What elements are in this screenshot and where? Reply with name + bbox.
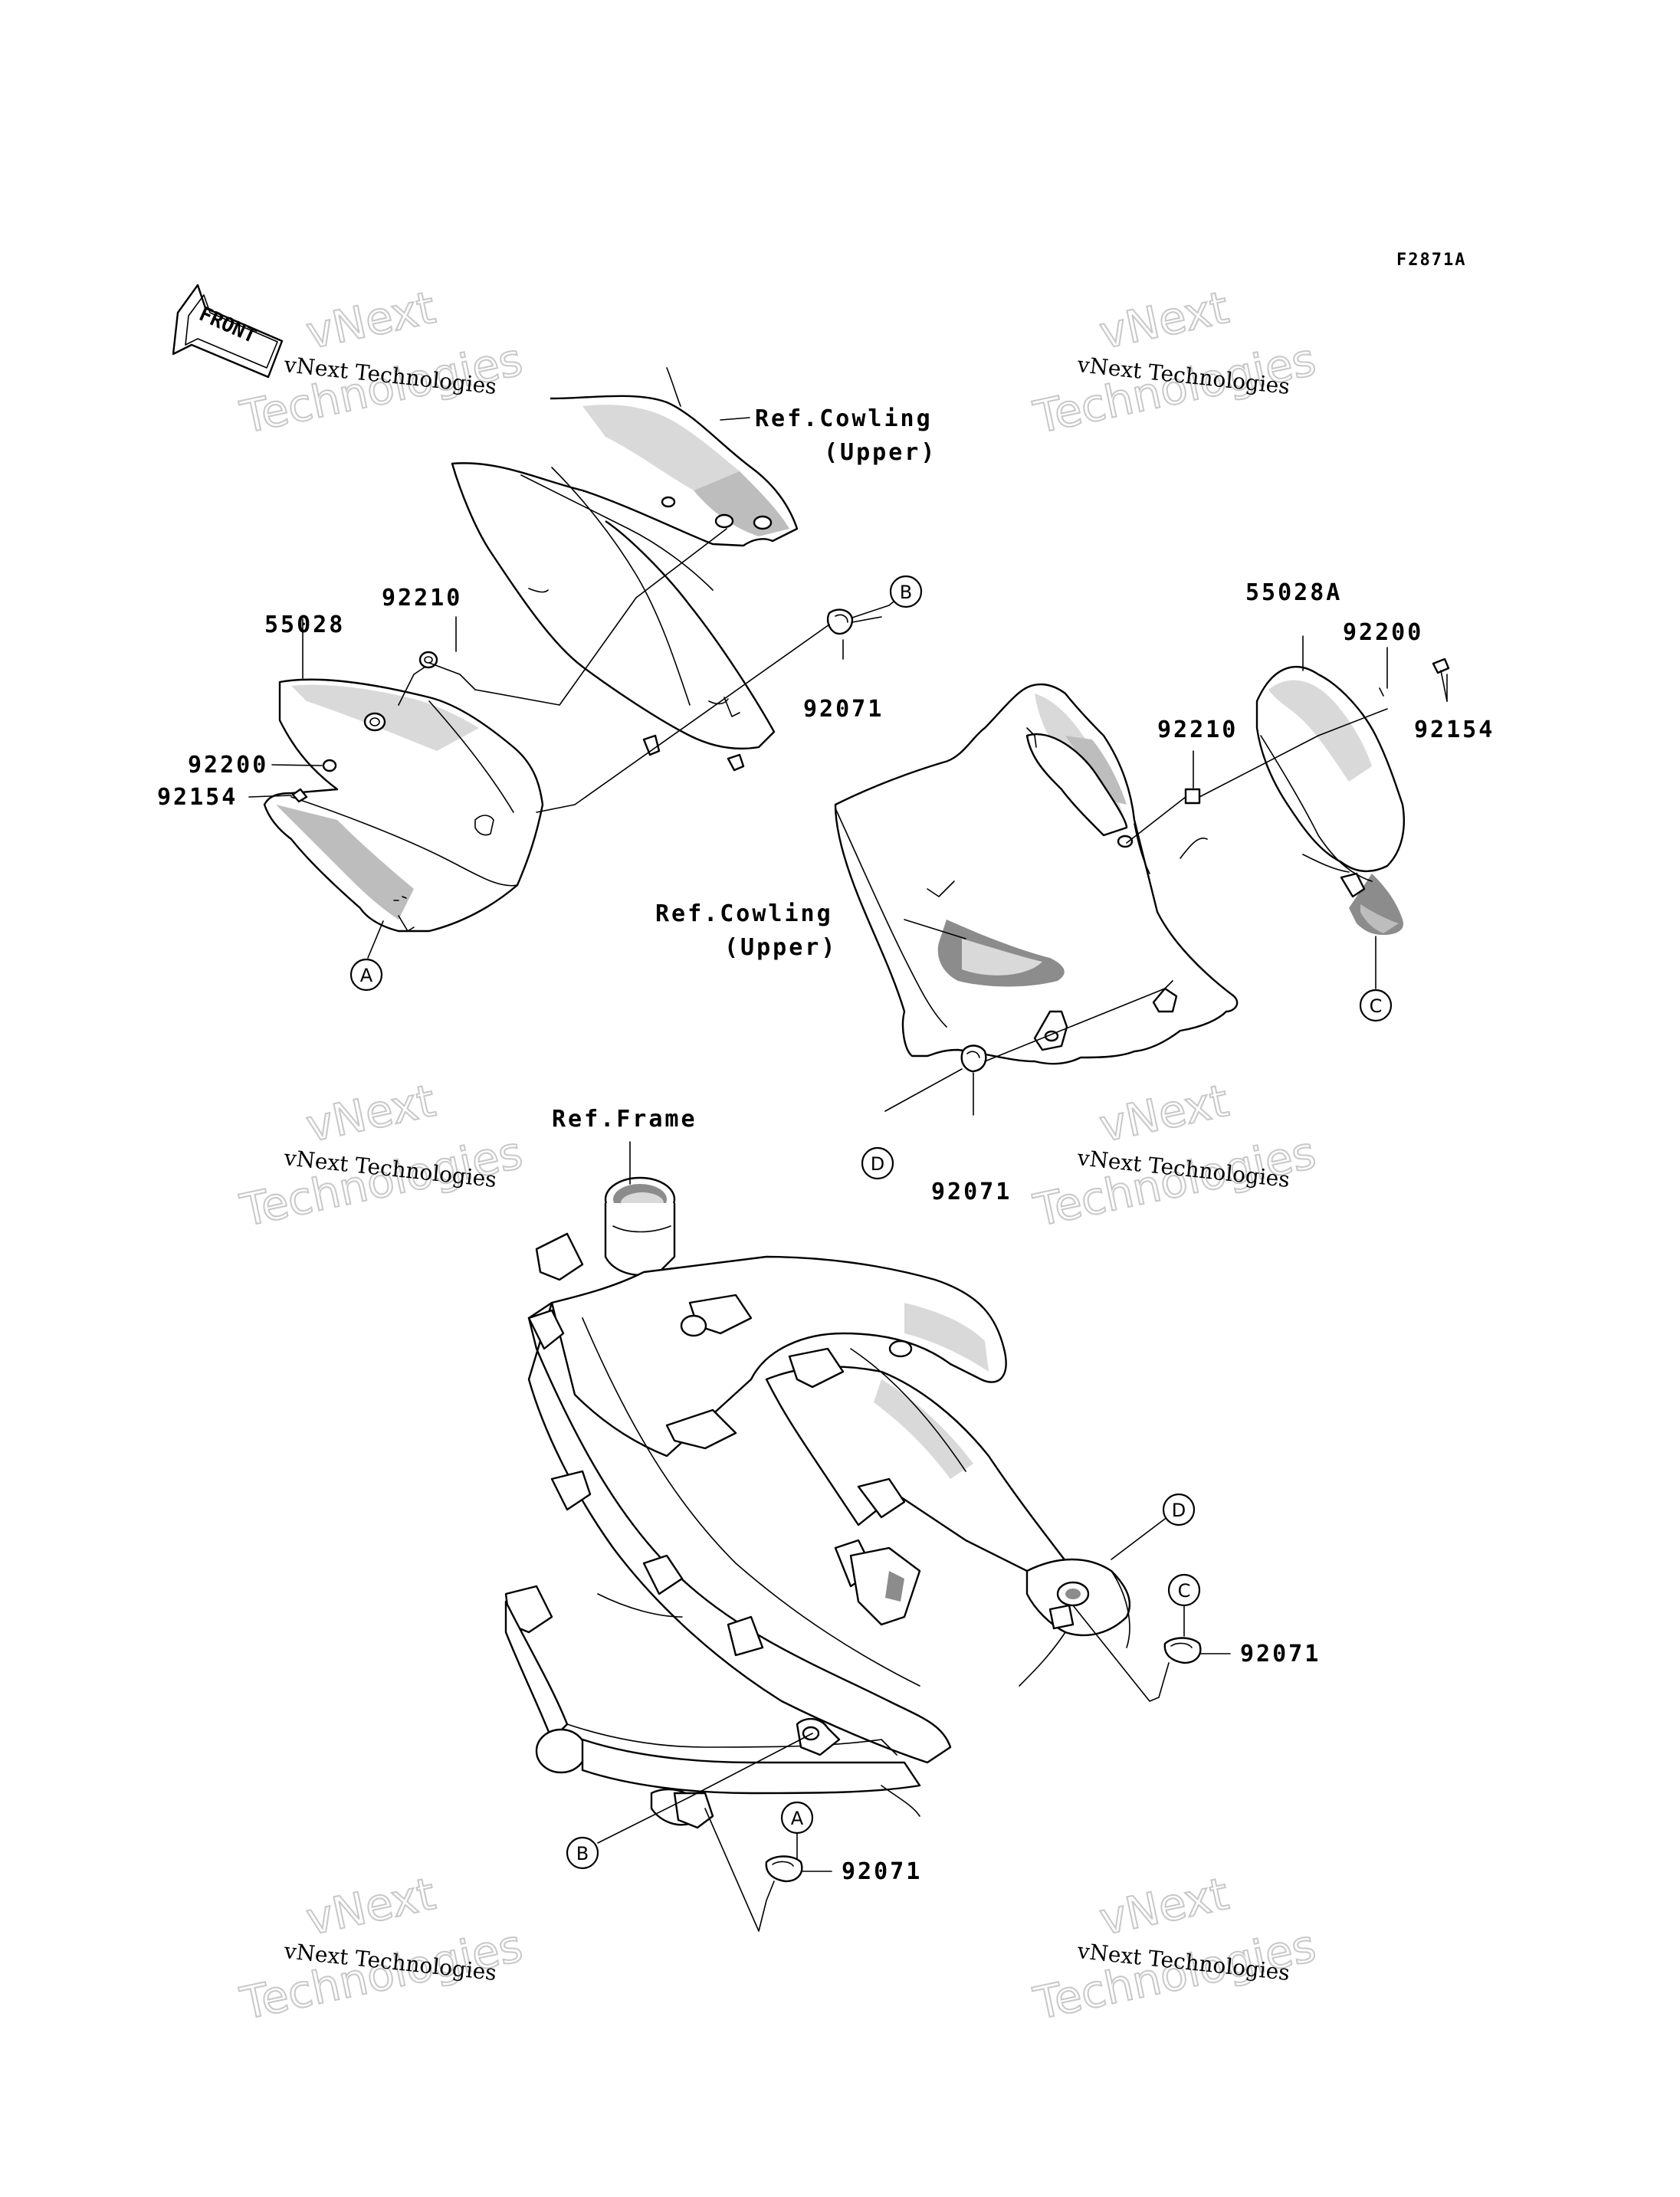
- watermark-bottom-left: vNext Technologies vNext Technologies: [235, 1867, 528, 2031]
- inner-cover-55028A: [1255, 666, 1405, 935]
- frame-brackets: [504, 1232, 921, 1657]
- frame-lower-left: [504, 1593, 921, 1829]
- marker-c-frame: C: [1167, 1573, 1201, 1607]
- marker-d-right-label: D: [871, 1153, 884, 1175]
- frame-leader-lines: [597, 1141, 1231, 1932]
- front-arrow-icon: FRONT: [172, 284, 284, 379]
- part-number-92071-frame-c: 92071: [1240, 1641, 1321, 1667]
- marker-a-frame: A: [780, 1801, 814, 1835]
- frame-head-pipe: [604, 1176, 676, 1277]
- grommet-92210-right-icon: [1184, 788, 1201, 805]
- frame-assembly: Ref.Frame 92071 92071 D C B A: [504, 1106, 1321, 1932]
- frame-main-spars: [527, 1255, 1075, 1764]
- watermark-outline-top: vNext: [302, 1074, 440, 1153]
- part-number-92154-left: 92154: [157, 784, 238, 811]
- left-inner-cover-assembly: Ref.Cowling (Upper) 92210 55028 92200 92…: [157, 367, 937, 992]
- ref-cowling-right-line1: Ref.Cowling: [655, 900, 833, 927]
- grommet-92071-right-icon: [960, 1044, 987, 1073]
- marker-d-right: D: [861, 1146, 894, 1180]
- part-number-92071-right: 92071: [931, 1179, 1012, 1205]
- grommet-92071-c-icon: [1163, 1637, 1202, 1664]
- right-leader-lines: [884, 635, 1448, 1116]
- marker-c-right: C: [1359, 989, 1393, 1022]
- marker-d-frame-label: D: [1172, 1500, 1186, 1521]
- grommet-92071-a-icon: [765, 1855, 803, 1883]
- bolt-92154-right-icon: [1432, 657, 1450, 674]
- watermark-outline-top: vNext: [1095, 1074, 1233, 1153]
- left-fasteners: [291, 608, 854, 803]
- watermark-bottom-right: vNext Technologies vNext Technologies: [1029, 1867, 1321, 2031]
- part-number-92154-right: 92154: [1414, 716, 1495, 743]
- watermark-middle-left: vNext Technologies vNext Technologies: [235, 1074, 528, 1238]
- left-leader-lines: [248, 417, 899, 959]
- marker-c-frame-label: C: [1178, 1580, 1191, 1602]
- part-number-92200-left: 92200: [188, 752, 268, 779]
- washer-92200-right-icon: [1379, 687, 1384, 697]
- watermark-outline-top: vNext: [302, 1867, 440, 1946]
- ref-frame: Ref.Frame: [552, 1106, 697, 1133]
- cowling-upper-left-ref: [451, 367, 799, 772]
- marker-a-left-label: A: [360, 965, 373, 986]
- part-number-92210-left: 92210: [382, 585, 462, 612]
- marker-b-frame: B: [566, 1836, 599, 1870]
- part-number-92200-right: 92200: [1343, 619, 1423, 646]
- part-number-92071-left: 92071: [803, 696, 884, 723]
- part-number-55028A: 55028A: [1245, 579, 1342, 606]
- right-inner-cover-assembly: 55028A 92200 92210 92154 Ref.Cowling (Up…: [655, 579, 1495, 1205]
- watermark-outline-top: vNext: [1095, 1867, 1233, 1946]
- frame-pivot-right: [1019, 1558, 1131, 1687]
- bolt-92154-left-icon: [291, 788, 308, 803]
- part-number-55028: 55028: [264, 612, 345, 638]
- marker-d-frame: D: [1162, 1493, 1196, 1526]
- part-number-92210-right: 92210: [1157, 716, 1238, 743]
- grommet-92071-left-icon: [826, 608, 854, 635]
- watermark-middle-right: vNext Technologies vNext Technologies: [1029, 1074, 1321, 1238]
- inner-cover-55028: [263, 678, 544, 933]
- marker-b-left-label: B: [900, 582, 912, 603]
- watermark-top-left: vNext Technologies vNext Technologies: [235, 280, 528, 444]
- marker-c-right-label: C: [1370, 995, 1383, 1017]
- ref-cowling-left-line1: Ref.Cowling: [755, 405, 933, 432]
- marker-a-frame-label: A: [791, 1808, 804, 1829]
- watermark-outline-top: vNext: [302, 281, 440, 359]
- watermark-top-right: vNext Technologies vNext Technologies: [1029, 280, 1321, 444]
- marker-b-left: B: [889, 575, 923, 608]
- diagram-code: F2871A: [1396, 251, 1466, 270]
- washer-92200-left-icon: [322, 759, 337, 772]
- ref-cowling-right-line2: (Upper): [724, 934, 837, 961]
- watermark-outline-top: vNext: [1095, 281, 1233, 359]
- ref-cowling-left-line2: (Upper): [824, 439, 937, 466]
- marker-a-left: A: [349, 958, 383, 992]
- frame-grommets: [765, 1637, 1202, 1883]
- part-number-92071-frame-a: 92071: [842, 1858, 922, 1885]
- marker-b-frame-label: B: [576, 1843, 589, 1864]
- cowling-upper-right-ref: [834, 683, 1239, 1065]
- right-fasteners: [960, 657, 1450, 1073]
